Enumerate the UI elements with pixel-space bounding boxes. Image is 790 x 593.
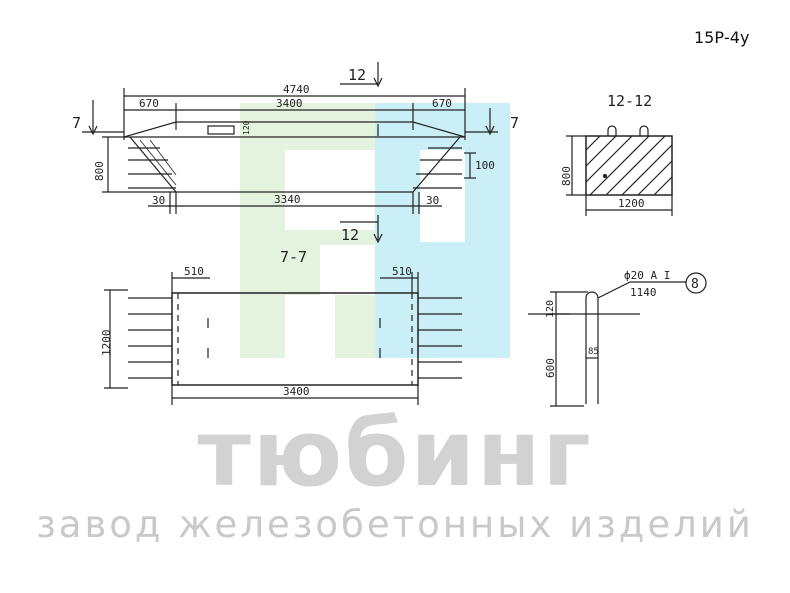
dim-section-width: 1200 [618,197,645,210]
dim-bottom-length: 3340 [274,193,301,206]
dim-height: 800 [93,161,106,181]
drawing-code: 15Р-4у [694,28,750,47]
dim-plan-end-left: 510 [184,265,204,278]
dim-loop-height: 600 [544,358,557,378]
dim-end-left: 670 [139,97,159,110]
dim-cap-height: 120 [242,120,251,135]
section-12-12 [566,125,673,216]
rebar-length: 1140 [630,286,657,299]
brand-name: тюбинг [197,400,593,507]
lifting-loop-detail [528,272,707,407]
dim-total-length: 4740 [283,83,310,96]
dim-offset-right: 30 [426,194,439,207]
section-title-12-12: 12-12 [607,92,652,110]
elevation-view [82,62,498,244]
dim-plan-width: 1200 [100,330,113,357]
cut-mark-7-right: 7 [510,114,519,132]
dim-plan-length: 3400 [283,385,310,398]
cut-mark-7-left: 7 [72,114,81,132]
dimension-labels: 4740 3400 670 670 120 800 100 3340 30 30… [93,83,699,398]
watermark-logo [240,103,510,358]
rebar-mark: 8 [691,277,699,292]
brand-tagline: завод железобетонных изделий [36,503,754,546]
cut-mark-12-bottom: 12 [341,226,359,244]
dim-loop-top: 120 [545,300,556,318]
dim-loop-width: 85 [588,347,599,357]
dim-step: 100 [475,159,495,172]
dim-section-height: 800 [560,166,573,186]
rebar-spec: ф20 А I [624,269,670,282]
dim-offset-left: 30 [152,194,165,207]
plan-view [104,272,462,405]
section-title-7-7: 7-7 [280,248,307,266]
section-labels: 7 7 12 12 12-12 7-7 [72,66,652,266]
dim-top-length: 3400 [276,97,303,110]
dim-end-right: 670 [432,97,452,110]
cut-mark-12-top: 12 [348,66,366,84]
dim-plan-end-right: 510 [392,265,412,278]
